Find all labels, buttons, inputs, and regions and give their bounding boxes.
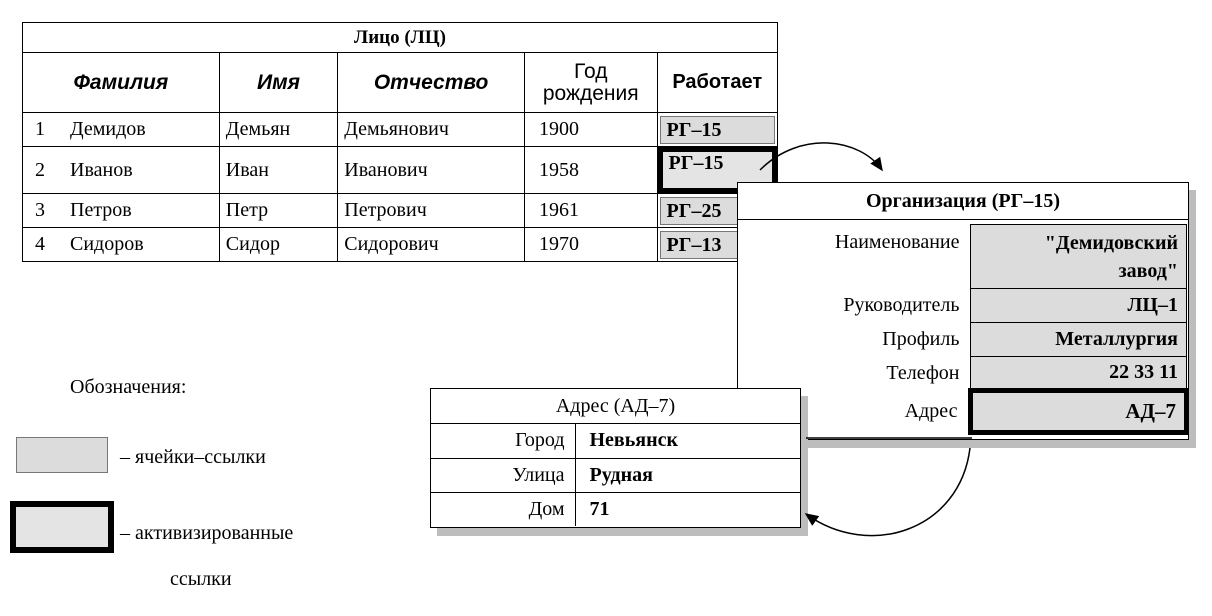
org-field-row: Наименование "Демидовский завод" — [738, 224, 1187, 289]
org-field-row: Телефон 22 33 11 — [738, 356, 1187, 391]
cell-surname: 2 Иванов — [22, 146, 220, 194]
cell-surname: 1 Демидов — [22, 112, 220, 147]
org-field-value[interactable]: Металлургия — [969, 322, 1187, 357]
legend-ref-swatch — [16, 437, 108, 473]
cell-works: РГ–15 — [656, 146, 778, 194]
header-patronymic: Отчество — [337, 52, 525, 113]
cell-patronymic: Петрович — [337, 193, 525, 228]
address-field-label: Улица — [431, 458, 576, 493]
surname-value: Петров — [70, 199, 132, 221]
address-field-value: 71 — [589, 497, 610, 520]
legend-ref-label: – ячейки–ссылки — [120, 446, 266, 468]
cell-surname: 3 Петров — [22, 193, 220, 228]
ref-cell-link[interactable]: РГ–15 — [659, 115, 775, 144]
arrow-to-address — [804, 447, 971, 537]
header-works: Работает — [656, 52, 778, 113]
person-table-title: Лицо (ЛЦ) — [22, 22, 778, 53]
cell-year: 1970 — [523, 227, 658, 262]
table-row: 4 Сидоров Сидор Сидорович 1970 РГ–13 — [22, 227, 778, 262]
org-name-line1: "Демидовский — [1044, 231, 1178, 254]
row-number: 3 — [35, 199, 45, 221]
org-field-value[interactable]: 22 33 11 — [969, 356, 1187, 391]
surname-value: Сидоров — [70, 233, 144, 255]
header-birth-year: Год рождения — [523, 52, 658, 113]
legend-title: Обозначения: — [70, 376, 187, 398]
row-number: 4 — [35, 233, 45, 255]
legend-active-label-2: ссылки — [170, 568, 232, 590]
cell-name: Иван — [218, 146, 339, 194]
organization-fields: Наименование "Демидовский завод" Руковод… — [738, 224, 1189, 435]
cell-year: 1958 — [523, 146, 658, 194]
org-field-row: Руководитель ЛЦ–1 — [738, 288, 1187, 323]
address-field-row: Город Невьянск — [431, 424, 801, 459]
row-number: 1 — [35, 118, 45, 140]
address-box: Адрес (АД–7) Город Невьянск Улица Рудная… — [430, 388, 801, 528]
cell-name: Петр — [218, 193, 339, 228]
org-field-label: Телефон — [886, 362, 960, 384]
org-field-label: Профиль — [882, 328, 960, 350]
organization-box: Организация (РГ–15) Наименование "Демидо… — [737, 182, 1189, 440]
org-address-active-link[interactable]: АД–7 — [967, 388, 1189, 435]
address-field-row: Улица Рудная — [431, 458, 801, 493]
cell-year: 1900 — [523, 112, 658, 147]
org-field-value[interactable]: "Демидовский завод" — [969, 224, 1187, 289]
header-birth-year-line1: Год — [574, 59, 608, 83]
address-field-row: Дом 71 — [431, 492, 801, 526]
org-field-row: Профиль Металлургия — [738, 322, 1187, 357]
header-birth-year-line2: рождения — [542, 81, 639, 105]
legend-active-label: – активизированные — [120, 522, 294, 544]
org-field-label: Руководитель — [843, 294, 960, 316]
arrow-to-organization — [759, 142, 883, 172]
address-field-value: Рудная — [575, 458, 801, 493]
address-field-value: Невьянск — [575, 424, 801, 459]
table-row: 1 Демидов Демьян Демьянович 1900 РГ–15 — [22, 112, 778, 147]
cell-patronymic: Демьянович — [337, 112, 525, 147]
org-name-line2: завод" — [1118, 259, 1178, 282]
org-field-value[interactable]: ЛЦ–1 — [969, 288, 1187, 323]
header-patronymic-label: Отчество — [373, 70, 489, 94]
legend-active-swatch — [10, 501, 114, 553]
header-surname: Фамилия — [22, 52, 220, 113]
cell-name: Сидор — [218, 227, 339, 262]
organization-title: Организация (РГ–15) — [738, 183, 1188, 220]
address-fields: Город Невьянск Улица Рудная Дом 71 — [431, 424, 801, 526]
cell-works: РГ–15 — [656, 112, 778, 147]
address-field-label: Дом — [431, 492, 576, 526]
org-field-row: Адрес АД–7 — [738, 388, 1189, 435]
address-field-label: Город — [431, 424, 576, 459]
org-field-label: Адрес — [904, 400, 958, 422]
cell-patronymic: Сидорович — [337, 227, 525, 262]
address-title: Адрес (АД–7) — [431, 389, 800, 424]
surname-value: Демидов — [70, 118, 146, 140]
table-row: 2 Иванов Иван Иванович 1958 РГ–15 — [22, 146, 778, 194]
surname-value: Иванов — [70, 158, 133, 181]
cell-patronymic: Иванович — [337, 146, 525, 194]
row-number: 2 — [35, 158, 45, 181]
org-field-label: Наименование — [834, 230, 960, 253]
cell-year: 1961 — [523, 193, 658, 228]
